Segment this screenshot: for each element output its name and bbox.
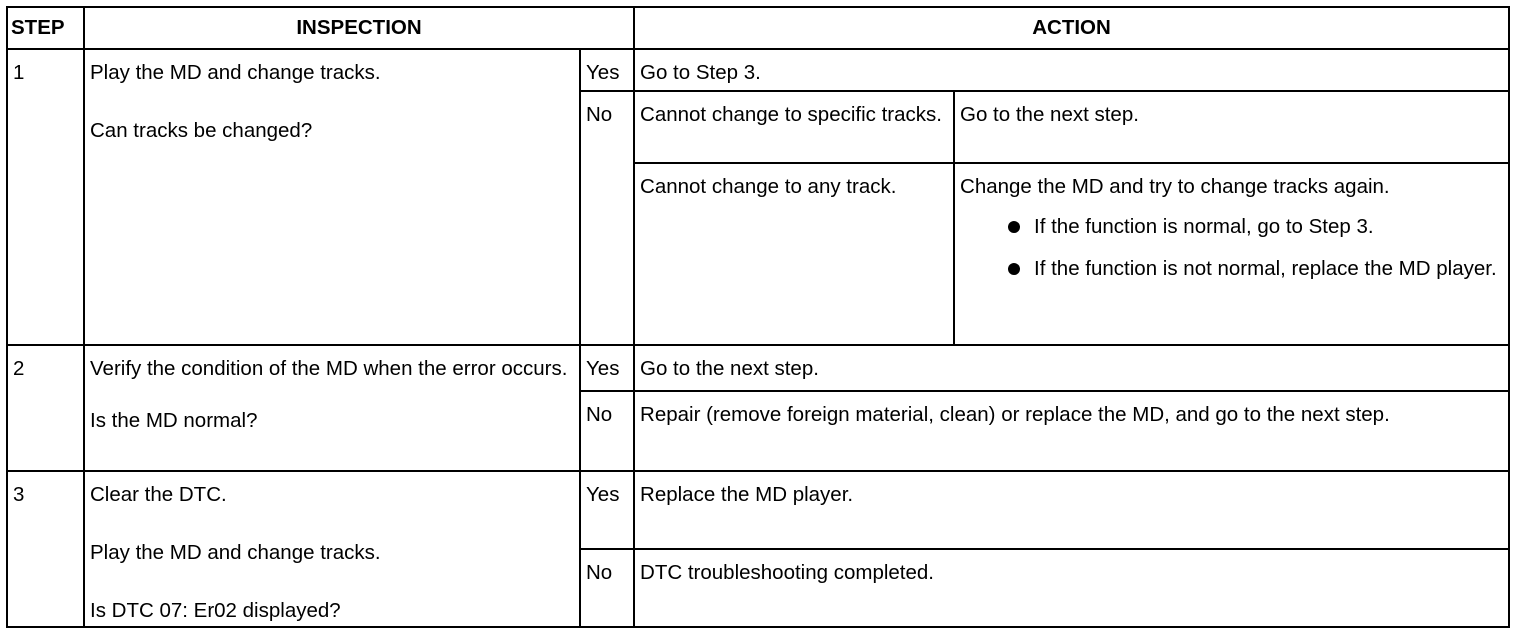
step-1-no-label: No	[578, 90, 636, 346]
header-row: STEP INSPECTION ACTION	[6, 6, 1511, 50]
step-2-no-action: Repair (remove foreign material, clean) …	[633, 390, 1511, 472]
step-3-no-action: DTC troubleshooting completed.	[633, 548, 1511, 628]
step-1-yes-action: Go to Step 3.	[633, 48, 1511, 92]
troubleshooting-table: STEP INSPECTION ACTION 1 Play the MD and…	[6, 6, 1511, 628]
bullet-item: If the function is not normal, replace t…	[1008, 254, 1503, 284]
step-1-no-action-2: Change the MD and try to change tracks a…	[953, 162, 1511, 346]
step-1-no-action-1: Go to the next step.	[953, 90, 1511, 164]
step-2-yes-row: 2 Verify the condition of the MD when th…	[6, 344, 1511, 472]
bullet-dot-icon	[1008, 263, 1021, 275]
step-3-inspection-line-2: Play the MD and change tracks.	[90, 541, 381, 564]
step-2-inspection-line-1: Verify the condition of the MD when the …	[90, 357, 568, 380]
step-1-inspection-line-2: Can tracks be changed?	[90, 119, 313, 142]
step-1-number: 1	[6, 48, 85, 346]
step-1-yes-label: Yes	[578, 48, 636, 92]
bullet-item: If the function is normal, go to Step 3.	[1008, 212, 1503, 242]
step-2-yes-action: Go to the next step.	[633, 344, 1511, 392]
step-1-no-row-2: Cannot change to any track. Change the M…	[7, 162, 1511, 346]
step-3-inspection-line-1: Clear the DTC.	[90, 483, 227, 506]
step-3-yes-row: 3 Clear the DTC. Play the MD and change …	[6, 470, 1511, 628]
step-3-inspection: Clear the DTC. Play the MD and change tr…	[83, 470, 581, 628]
step-1-no-condition-1: Cannot change to specific tracks.	[633, 90, 956, 164]
step-3-inspection-line-3: Is DTC 07: Er02 displayed?	[90, 599, 341, 622]
step-3-yes-action: Replace the MD player.	[633, 470, 1511, 550]
step-1-no-condition-2: Cannot change to any track.	[633, 162, 956, 346]
bullet-text: If the function is not normal, replace t…	[1034, 257, 1497, 280]
step-2-yes-label: Yes	[578, 344, 636, 392]
step-3-yes-label: Yes	[578, 470, 636, 550]
step-2-no-label: No	[578, 390, 636, 472]
header-inspection: INSPECTION	[82, 6, 636, 50]
step-1-no-row-1: No Cannot change to specific tracks. Go …	[7, 90, 1511, 346]
step-1-no-action-2-text: Change the MD and try to change tracks a…	[960, 175, 1390, 198]
step-2-number: 2	[6, 344, 85, 472]
bullet-text: If the function is normal, go to Step 3.	[1034, 215, 1374, 238]
step-1-inspection-line-1: Play the MD and change tracks.	[90, 61, 381, 84]
step-1-inspection: Play the MD and change tracks. Can track…	[83, 48, 581, 346]
step-2-no-row: No Repair (remove foreign material, clea…	[7, 390, 1511, 472]
step-3-number: 3	[6, 470, 85, 628]
step-3-no-label: No	[578, 548, 636, 628]
bullet-dot-icon	[1008, 221, 1021, 233]
step-3-no-row: No DTC troubleshooting completed.	[7, 548, 1511, 628]
step-2-inspection-line-2: Is the MD normal?	[90, 409, 258, 432]
header-step: STEP	[6, 6, 85, 50]
header-action: ACTION	[633, 6, 1511, 50]
step-2-inspection: Verify the condition of the MD when the …	[83, 344, 581, 472]
step-1-no-action-2-bullets: If the function is normal, go to Step 3.…	[960, 212, 1503, 284]
step-1-yes-row: 1 Play the MD and change tracks. Can tra…	[6, 48, 1511, 346]
